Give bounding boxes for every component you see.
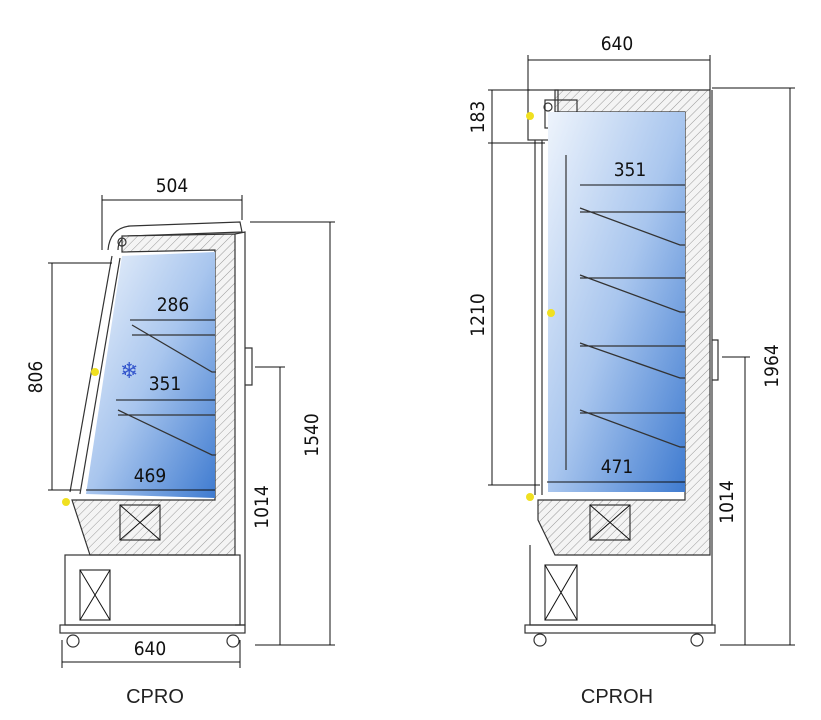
cproh-cabinet — [524, 89, 719, 647]
dim-cpro-shelf-top: 286 — [157, 294, 190, 316]
cpro-cabinet: ❄ — [59, 221, 253, 648]
dim-cpro-total-height: 1540 — [301, 413, 323, 457]
light-icon — [526, 493, 534, 501]
dim-cpro-base-height: 1014 — [251, 485, 273, 529]
dim-cproh-top-width: 640 — [601, 33, 634, 55]
light-icon — [547, 309, 555, 317]
dim-cproh-base-height: 1014 — [716, 480, 738, 524]
dim-cproh-total-height: 1964 — [761, 344, 783, 388]
cproh-interior — [548, 112, 685, 492]
cpro-caption: CPRO — [126, 686, 184, 708]
dim-cproh-canopy-height: 183 — [467, 101, 489, 134]
dim-cproh-glass-height: 1210 — [467, 293, 489, 337]
dim-cproh-shelf-bottom: 471 — [601, 456, 634, 478]
wheel-icon — [66, 634, 80, 648]
dim-cpro-top-width: 504 — [156, 175, 189, 197]
cpro-dimensions: 504 806 286 351 469 1014 1540 640 — [25, 175, 335, 668]
dim-cpro-shelf-mid: 351 — [149, 373, 182, 395]
cpro-interior — [86, 252, 215, 498]
wheel-icon — [226, 634, 240, 648]
light-icon — [62, 498, 70, 506]
wheel-icon — [533, 633, 547, 647]
light-icon — [526, 112, 534, 120]
cproh-dimensions: 640 183 351 1210 471 1014 1964 — [467, 33, 795, 646]
cproh-caption: CPROH — [581, 686, 653, 708]
dim-cpro-bottom-width: 640 — [134, 638, 167, 660]
wheel-icon — [690, 633, 704, 647]
dim-cproh-shelf-top: 351 — [614, 159, 647, 181]
snowflake-icon: ❄ — [120, 358, 138, 383]
dim-cpro-glass-height: 806 — [25, 361, 47, 394]
dim-cpro-shelf-bottom: 469 — [134, 465, 167, 487]
light-icon — [91, 368, 99, 376]
